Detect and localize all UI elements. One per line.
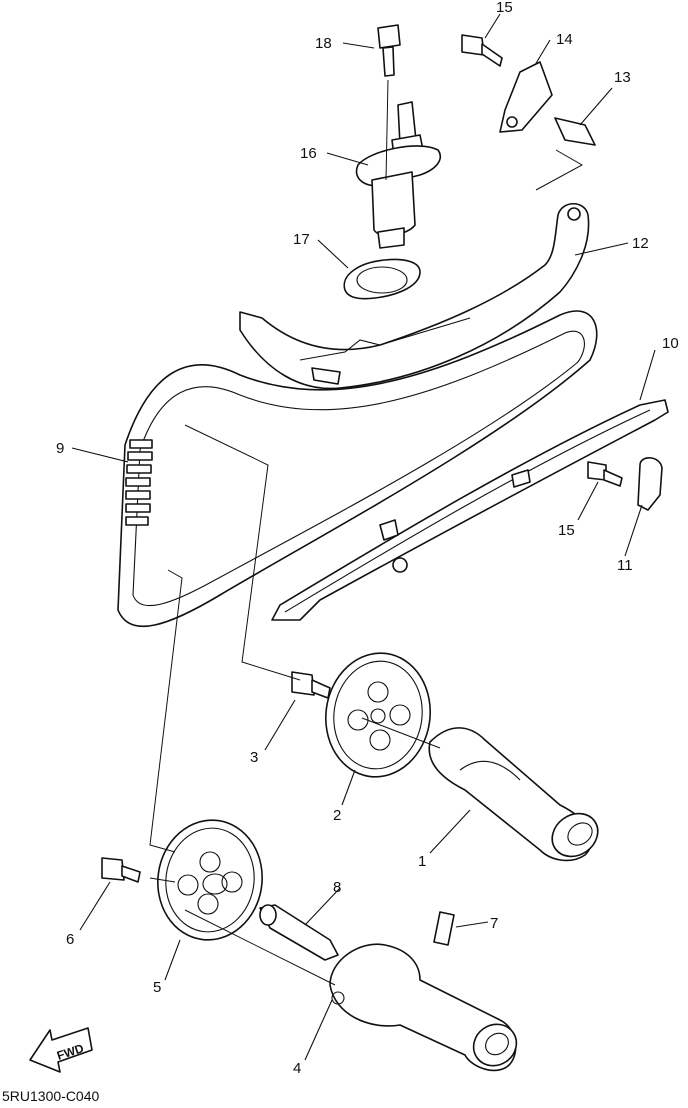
sprocket-upper: [324, 652, 432, 778]
callout-13: 13: [614, 69, 631, 86]
callout-16: 16: [300, 145, 317, 162]
sprocket-lower: [157, 819, 263, 941]
callout-12: 12: [632, 235, 649, 252]
callout-9: 9: [56, 440, 64, 457]
callout-labels: 18 15 14 13 16 17 12 10 9 15 11 3 2 1 6 …: [56, 0, 679, 1077]
chain-guide-upper: [239, 202, 590, 390]
callout-18: 18: [315, 35, 332, 52]
assembly-lines: [149, 424, 441, 986]
callout-17: 17: [293, 231, 310, 248]
callout-3: 3: [250, 749, 258, 766]
callout-7: 7: [490, 915, 498, 932]
stopper-bracket: [499, 61, 553, 133]
dowel-pin: [259, 904, 339, 961]
camshaft-upper: [428, 727, 599, 862]
sprocket-bolt-lower: [101, 857, 141, 883]
sprocket-bolt-upper: [291, 671, 331, 699]
cam-chain-tensioner: [355, 101, 442, 249]
callout-6: 6: [66, 931, 74, 948]
tensioner-bolt: [377, 24, 401, 77]
callout-14: 14: [556, 31, 573, 48]
cam-chain: [117, 310, 598, 628]
bolt-right: [587, 461, 623, 487]
callout-10: 10: [662, 335, 679, 352]
callout-8: 8: [333, 879, 341, 896]
guide-pin: [554, 117, 596, 146]
bracket-right: [637, 457, 663, 511]
leader-lines: [71, 13, 656, 1061]
callout-15-right: 15: [558, 522, 575, 539]
diagram-code: 5RU1300-C040: [2, 1088, 99, 1103]
callout-2: 2: [333, 807, 341, 824]
bolt-upper: [461, 34, 503, 67]
fwd-arrow-icon: FWD: [29, 1027, 93, 1073]
chain-guide-front: [271, 399, 669, 621]
callout-5: 5: [153, 979, 161, 996]
gasket: [343, 258, 421, 300]
chain-links: [125, 439, 153, 526]
camshaft-lower: [329, 943, 518, 1072]
callout-1: 1: [418, 853, 426, 870]
callout-15-upper: 15: [496, 0, 513, 16]
callout-4: 4: [293, 1060, 301, 1077]
callout-11: 11: [617, 557, 633, 574]
woodruff-key: [433, 911, 455, 946]
